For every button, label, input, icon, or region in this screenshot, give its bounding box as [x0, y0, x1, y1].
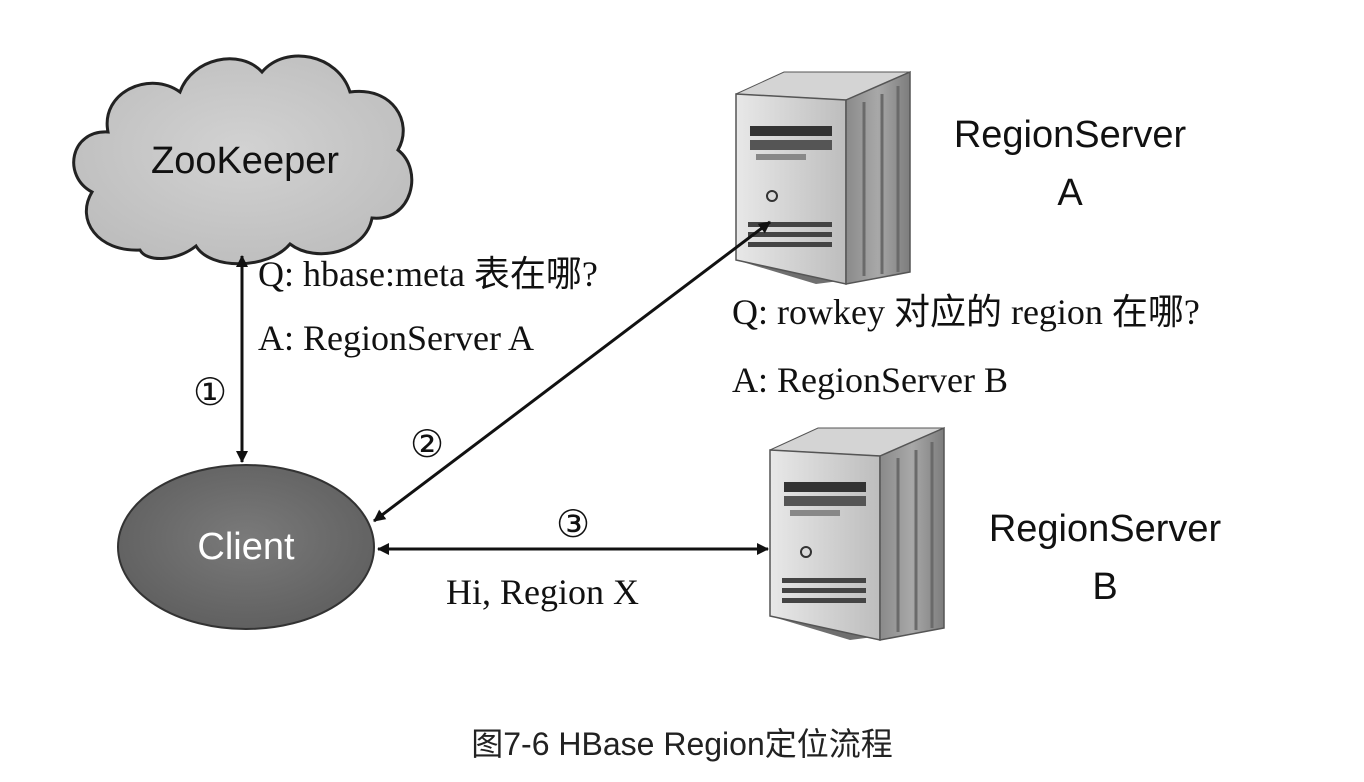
step2-answer: A: RegionServer B	[732, 360, 1008, 400]
zookeeper-label: ZooKeeper	[150, 140, 339, 182]
server-b-label-line2: B	[1092, 566, 1118, 608]
step1-number: ①	[193, 372, 228, 414]
step1-answer: A: RegionServer A	[258, 318, 534, 358]
step3-number: ③	[556, 504, 591, 546]
zookeeper-cloud-icon	[72, 54, 414, 266]
step2-number: ②	[410, 424, 445, 466]
server-b-label-line1: RegionServer	[988, 508, 1222, 550]
arrow-client-server-a	[373, 220, 771, 523]
step3-text: Hi, Region X	[446, 572, 639, 612]
server-a-icon	[735, 70, 911, 285]
server-a-label-line1: RegionServer	[953, 114, 1187, 156]
client-label: Client	[197, 526, 295, 568]
figure-caption: 图7-6 HBase Region定位流程	[471, 726, 893, 762]
step2-question: Q: rowkey 对应的 region 在哪?	[732, 292, 1200, 332]
server-b-icon	[769, 426, 945, 641]
client-node	[117, 464, 375, 630]
server-a-label-line2: A	[1057, 172, 1083, 214]
step1-question: Q: hbase:meta 表在哪?	[258, 254, 598, 294]
